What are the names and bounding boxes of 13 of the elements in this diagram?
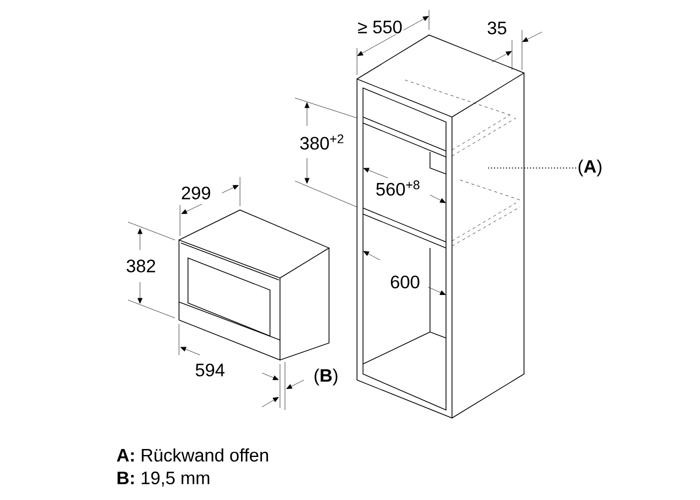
- dimension-label: 600: [389, 274, 422, 290]
- dimension-label: 382: [125, 258, 158, 274]
- cabinet-drawing: [356, 34, 525, 419]
- dimension-label: 35: [486, 20, 508, 36]
- callout-letter: (B): [312, 368, 340, 386]
- dimension-label: 380$^{+2}$: [298, 133, 346, 151]
- dimension-label: ≥ 550: [356, 20, 404, 34]
- legend-text: B: 19,5 mm: [115, 470, 212, 488]
- dimension-label: 299: [180, 186, 212, 200]
- legend-text: A: Rückwand offen: [115, 447, 270, 463]
- dimension-label: 594: [194, 362, 226, 378]
- dimension-label: 560$^{+8}$: [374, 179, 422, 197]
- callout-letter: (A): [578, 160, 602, 176]
